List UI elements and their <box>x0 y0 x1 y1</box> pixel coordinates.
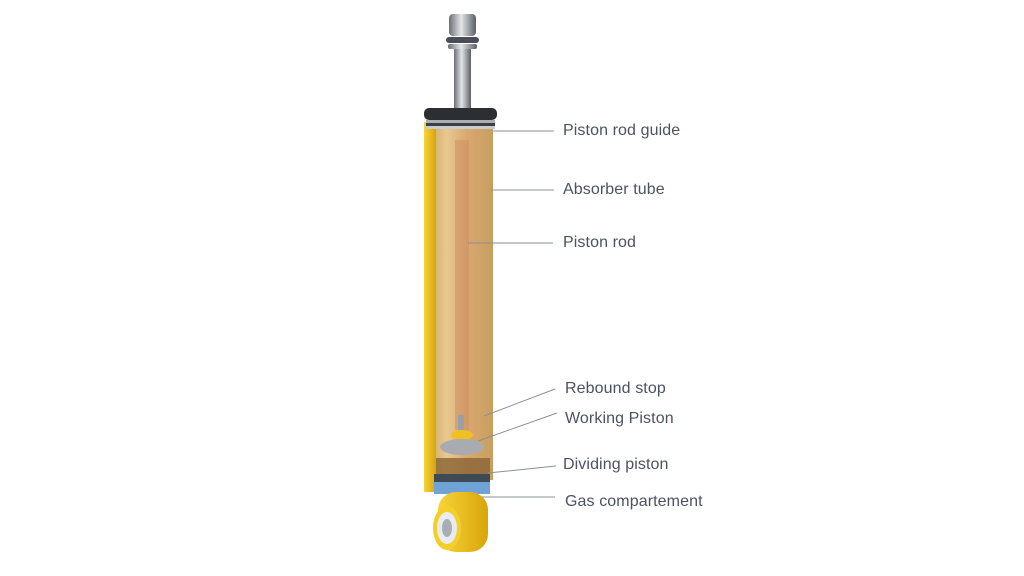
label-piston-rod-guide: Piston rod guide <box>563 122 681 139</box>
piston-rod-guide-part <box>424 108 497 129</box>
label-rebound-stop: Rebound stop <box>565 380 666 397</box>
leader-working-piston <box>477 412 558 442</box>
gas-compartement-part <box>434 482 490 494</box>
top-nut <box>446 14 479 49</box>
label-working-piston: Working Piston <box>565 410 674 427</box>
mounting-eye <box>433 492 488 552</box>
yellow-outer-shell <box>424 122 436 492</box>
label-dividing-piston: Dividing piston <box>563 456 669 473</box>
label-piston-rod: Piston rod <box>563 234 637 251</box>
working-piston-part <box>440 415 484 455</box>
label-gas-compartement: Gas compartement <box>565 493 703 510</box>
upper-piston-rod <box>454 49 471 111</box>
leader-dividing-piston <box>487 465 557 474</box>
dividing-piston-part <box>436 458 490 474</box>
label-absorber-tube: Absorber tube <box>563 181 665 198</box>
leader-rebound-stop <box>483 388 556 417</box>
